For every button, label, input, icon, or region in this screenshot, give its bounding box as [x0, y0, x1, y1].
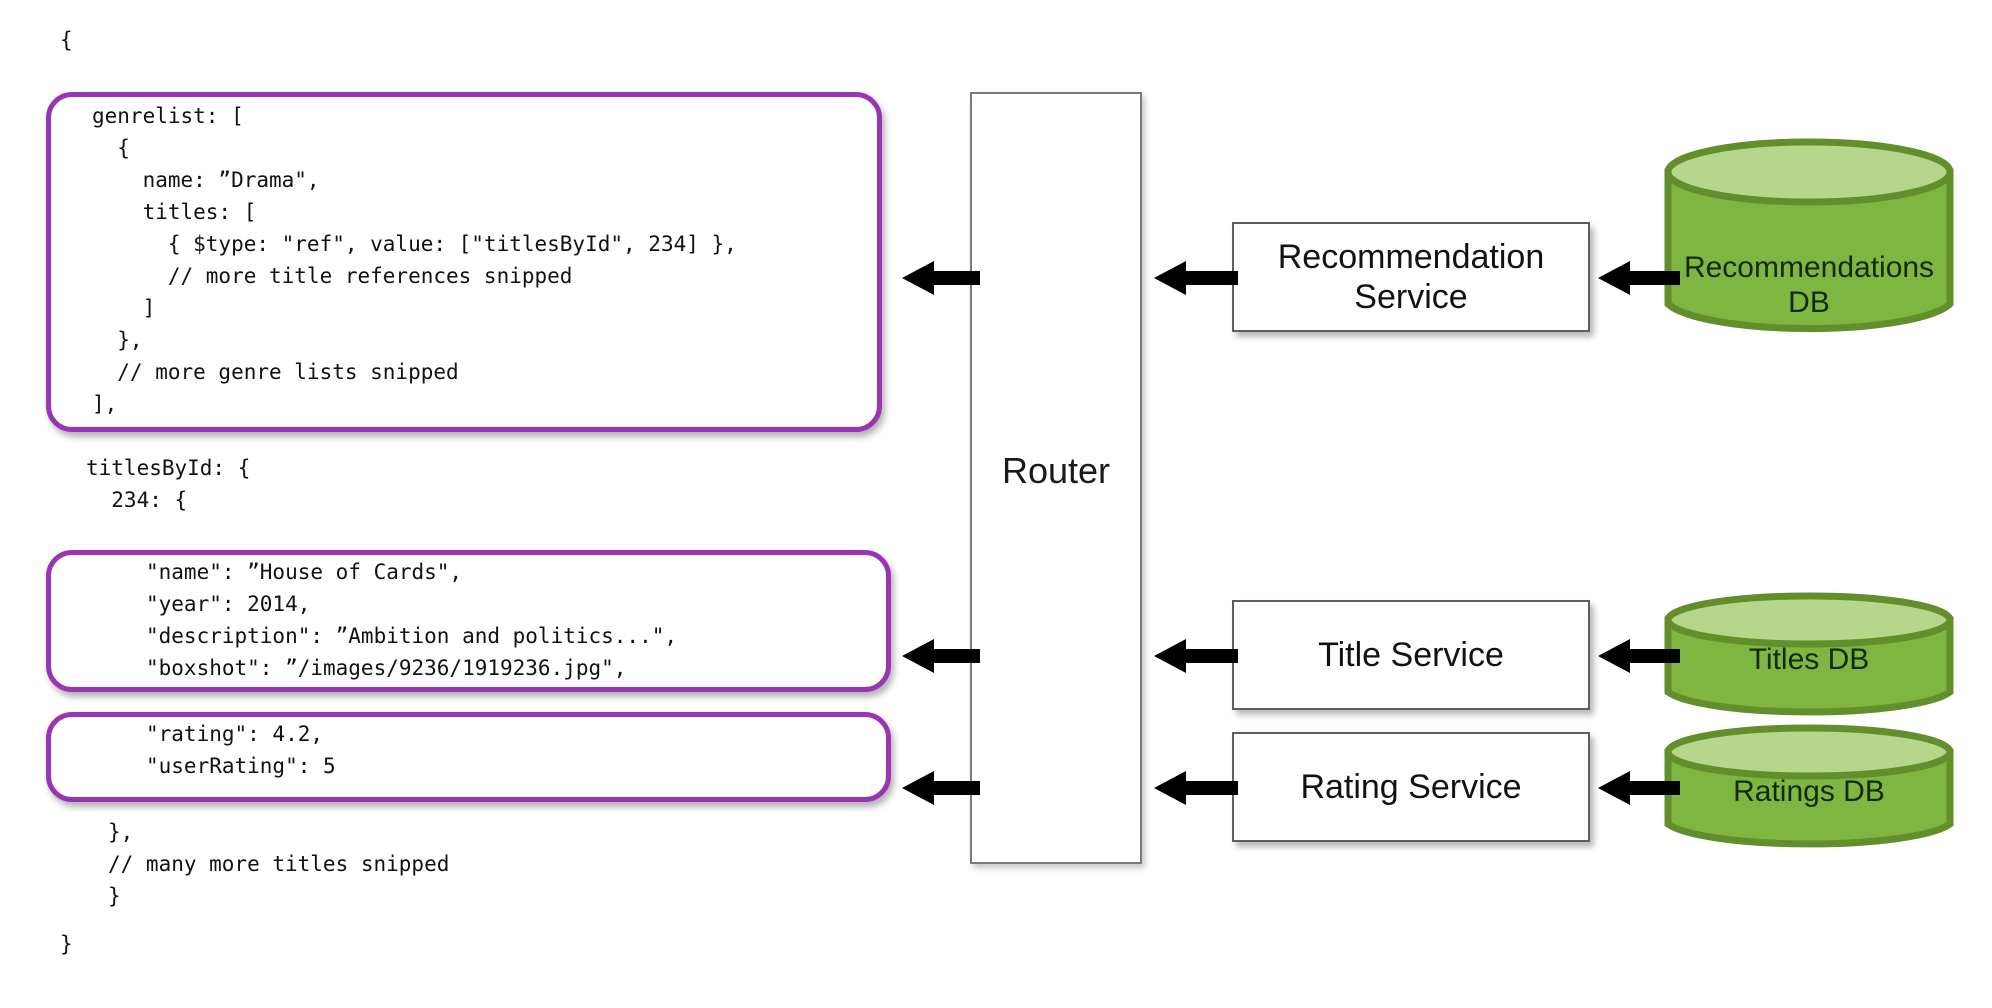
service-label-recommendation-line2: Service [1354, 278, 1468, 316]
database-cylinder-ratings: Ratings DB [1664, 724, 1954, 852]
database-cylinder-recommendations: Recommendations DB [1664, 138, 1954, 338]
router-label: Router [1001, 450, 1111, 491]
service-label-recommendation-line1: Recommendation [1277, 237, 1545, 276]
json-root-close-brace: } [60, 932, 73, 956]
json-root-open-brace: { [60, 28, 73, 52]
service-box-recommendation: Recommendation Service [1232, 222, 1590, 332]
json-rating-block: "rating": 4.2, "userRating": 5 [146, 722, 336, 778]
highlight-box-title-metadata [46, 550, 891, 692]
router-box [970, 92, 1142, 864]
json-genrelist-block: genrelist: [ { name: ”Drama", titles: [ … [92, 104, 737, 416]
database-icon [1664, 592, 1954, 716]
service-label-title: Title Service [1318, 635, 1504, 674]
database-icon [1664, 724, 1954, 848]
arrow-title-service-to-router [1152, 636, 1238, 676]
database-cylinder-titles: Titles DB [1664, 592, 1954, 720]
service-label-recommendation: Recommendation Service [1278, 237, 1544, 317]
arrow-titles-db-to-service [1596, 636, 1680, 676]
json-title-metadata-block: "name": ”House of Cards", "year": 2014, … [146, 560, 678, 680]
json-tail-block: }, // many more titles snipped } [108, 820, 450, 908]
arrow-ratings-db-to-service [1596, 768, 1680, 808]
arrow-router-to-title-json [900, 636, 980, 676]
service-box-title: Title Service [1232, 600, 1590, 710]
database-icon [1664, 138, 1954, 333]
arrow-recommendations-db-to-service [1596, 258, 1680, 298]
json-titlesbyid-open-block: titlesById: { 234: { [86, 456, 251, 512]
highlight-box-genrelist [46, 92, 882, 432]
arrow-router-to-rating-json [900, 768, 980, 808]
arrow-rating-service-to-router [1152, 768, 1238, 808]
service-box-rating: Rating Service [1232, 732, 1590, 842]
arrow-router-to-genrelist [900, 258, 980, 298]
service-label-rating: Rating Service [1300, 767, 1522, 806]
highlight-box-rating [46, 712, 891, 802]
arrow-recommendation-service-to-router [1152, 258, 1238, 298]
